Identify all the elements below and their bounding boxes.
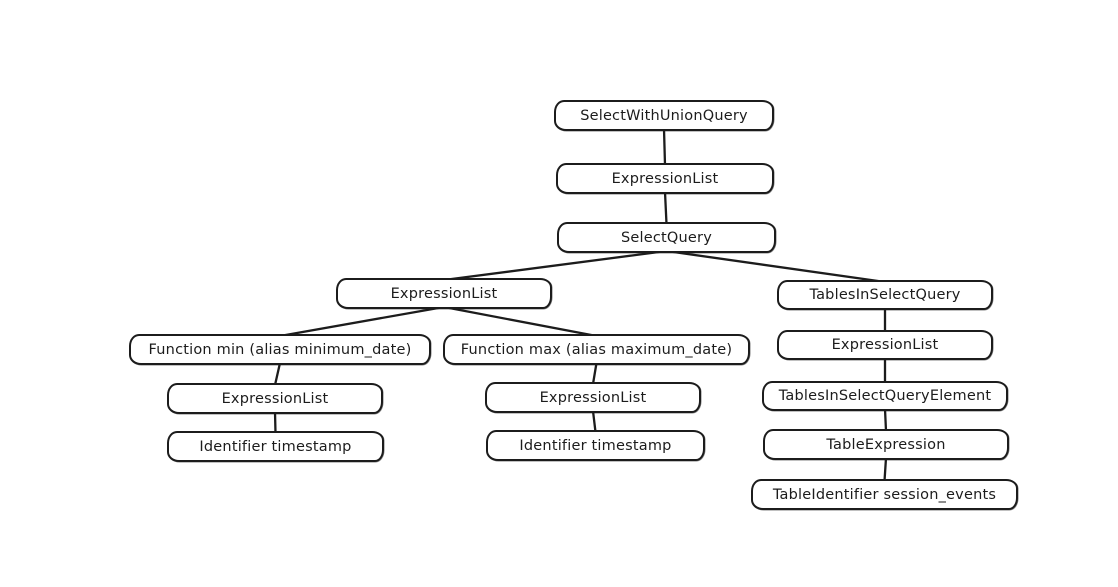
tree-node-identifier-timestamp-min: Identifier timestamp (167, 431, 384, 462)
tree-node-function-max: Function max (alias maximum_date) (443, 334, 750, 365)
tree-edge-function-max--expression-list-max (591, 361, 598, 386)
tree-edge-select-query--tables-in-select-query (665, 249, 887, 284)
tree-edge-table-expression--table-identifier-session-events (883, 456, 888, 483)
tree-node-function-min: Function min (alias minimum_date) (129, 334, 431, 365)
tree-edge-select-query--expression-list-columns (442, 249, 668, 282)
tree-node-tables-in-select-query-element: TablesInSelectQueryElement (762, 381, 1008, 411)
tree-node-identifier-timestamp-max: Identifier timestamp (486, 430, 705, 461)
tree-node-tables-in-select-query: TablesInSelectQuery (777, 280, 993, 310)
tree-edge-function-min--expression-list-min (273, 361, 282, 387)
tree-node-expression-list-tables: ExpressionList (777, 330, 993, 360)
tree-node-select-query: SelectQuery (557, 222, 776, 253)
tree-node-expression-list-columns: ExpressionList (336, 278, 552, 309)
tree-edge-select-with-union-query--expression-list-root (662, 127, 667, 167)
tree-node-expression-list-min: ExpressionList (167, 383, 383, 414)
tree-edge-expression-list-columns--function-max (442, 305, 598, 338)
tree-edge-expression-list-max--identifier-timestamp-max (591, 409, 597, 434)
tree-node-table-expression: TableExpression (763, 429, 1009, 460)
tree-node-table-identifier-session-events: TableIdentifier session_events (751, 479, 1018, 510)
tree-node-select-with-union-query: SelectWithUnionQuery (554, 100, 774, 131)
tree-node-expression-list-max: ExpressionList (485, 382, 701, 413)
tree-edge-expression-list-root--select-query (663, 190, 668, 226)
tree-edge-tables-in-select-query-element--table-expression (883, 407, 888, 433)
tree-edge-expression-list-columns--function-min (278, 305, 446, 338)
tree-node-expression-list-root: ExpressionList (556, 163, 774, 194)
tree-edge-expression-list-min--identifier-timestamp-min (273, 410, 277, 435)
